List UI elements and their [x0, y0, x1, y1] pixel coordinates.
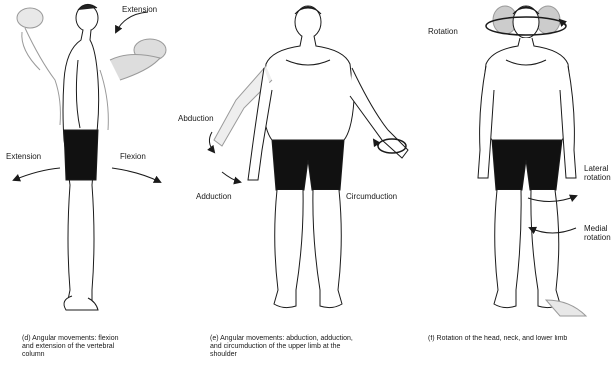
upright-figure-profile — [63, 4, 99, 310]
label-circumduction: Circumduction — [346, 192, 397, 201]
ghost-extension-figure — [17, 8, 60, 125]
label-lateral-rotation: Lateral rotation — [584, 164, 614, 182]
extension-arrow-top — [116, 12, 148, 32]
caption-d: (d) Angular movements: flexion and exten… — [22, 335, 182, 359]
adduction-arrow — [222, 172, 240, 182]
caption-f: (f) Rotation of the head, neck, and lowe… — [428, 335, 614, 343]
panel-e-figures — [209, 6, 408, 308]
label-flexion: Flexion — [120, 152, 146, 161]
flexion-arrow-right — [112, 168, 160, 182]
label-medial-rotation: Medial rotation — [584, 224, 614, 242]
label-abduction: Abduction — [178, 114, 214, 123]
abduction-arrow — [209, 132, 214, 152]
caption-e: (e) Angular movements: abduction, adduct… — [210, 335, 410, 359]
label-extension-left: Extension — [6, 152, 41, 161]
label-rotation: Rotation — [428, 27, 458, 36]
extension-arrow-left — [14, 168, 60, 180]
ghost-flexion-figure — [100, 39, 166, 130]
ghost-rotated-foot — [546, 300, 586, 316]
label-extension-top: Extension — [122, 5, 157, 14]
label-adduction: Adduction — [196, 192, 232, 201]
panel-f-figures — [478, 6, 586, 316]
